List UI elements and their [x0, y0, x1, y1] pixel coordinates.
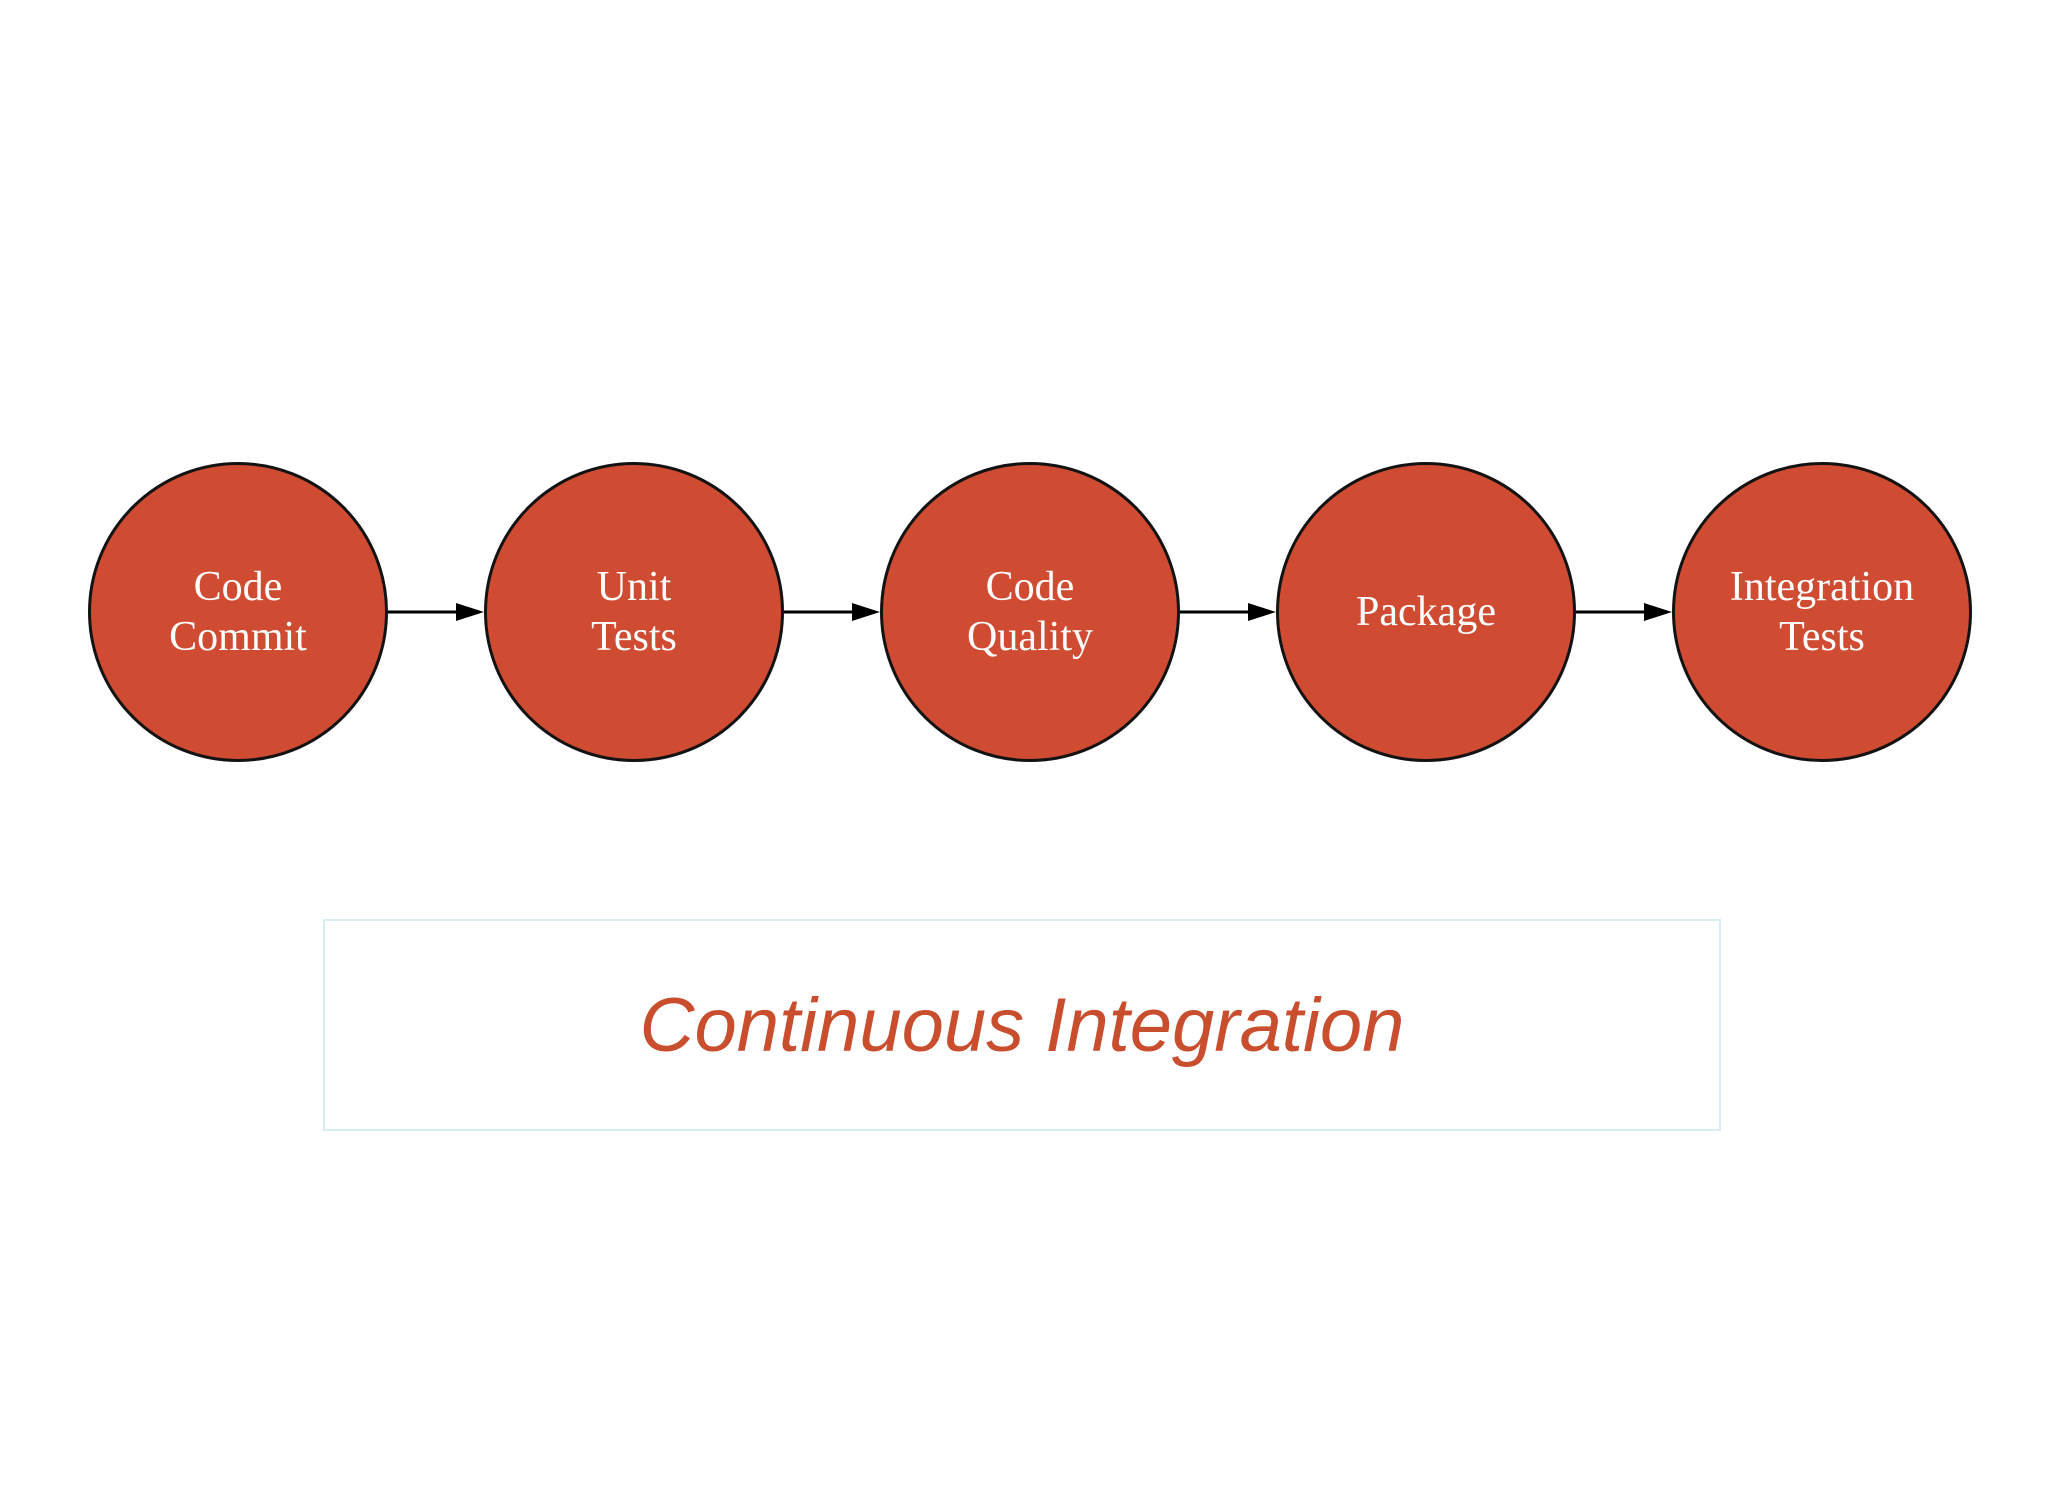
stage-unit-tests-label: Unit Tests — [591, 563, 677, 660]
flow-arrow-icon — [784, 603, 880, 621]
caption-box: Continuous Integration — [323, 919, 1721, 1131]
stage-code-quality: Code Quality — [880, 462, 1180, 762]
flow-arrow-icon — [1180, 603, 1276, 621]
stage-code-quality-label: Code Quality — [967, 563, 1093, 660]
flow-arrow-icon — [1576, 603, 1672, 621]
stage-package: Package — [1276, 462, 1576, 762]
stage-code-commit: Code Commit — [88, 462, 388, 762]
stage-integration-tests: Integration Tests — [1672, 462, 1972, 762]
stage-integration-tests-label: Integration Tests — [1729, 563, 1915, 660]
stage-unit-tests: Unit Tests — [484, 462, 784, 762]
stage-package-label: Package — [1356, 588, 1496, 635]
caption-text: Continuous Integration — [639, 982, 1405, 1068]
stage-code-commit-label: Code Commit — [169, 563, 307, 660]
flow-arrow-icon — [388, 603, 484, 621]
pipeline-row: Code Commit Unit Tests Code Quality Pack… — [88, 462, 1972, 762]
